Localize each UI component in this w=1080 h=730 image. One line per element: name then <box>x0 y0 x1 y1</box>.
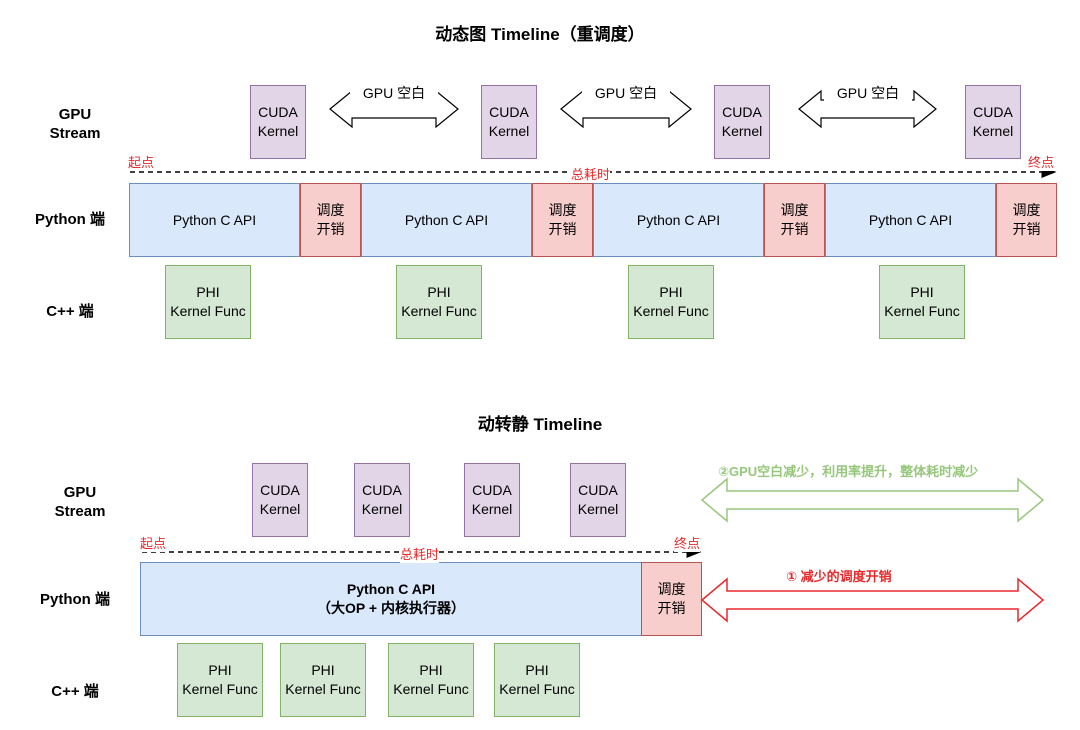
bottom-phi-kernel-func: PHI Kernel Func <box>388 643 474 717</box>
top-end-label: 终点 <box>1028 152 1055 171</box>
top-cuda-kernel: CUDA Kernel <box>481 85 537 159</box>
top-python-c-api-block: Python C API <box>825 183 996 257</box>
sched-reduction-arrow <box>700 577 1045 623</box>
bottom-gpu-stream-label: GPU Stream <box>54 484 106 520</box>
top-python-label: Python 端 <box>35 211 105 228</box>
top-python-c-api-block: Python C API <box>593 183 764 257</box>
bottom-start-label: 起点 <box>140 533 167 552</box>
top-cuda-kernel: CUDA Kernel <box>965 85 1021 159</box>
gpu-gap-label: GPU 空白 <box>824 83 912 103</box>
bottom-sched-overhead-block: 调度 开销 <box>641 562 702 636</box>
bottom-python-label: Python 端 <box>40 591 110 608</box>
gpu-gap-reduction-annotation: ②GPU空白减少，利用率提升，整体耗时减少 <box>718 464 979 479</box>
top-sched-overhead-block: 调度 开销 <box>300 183 361 257</box>
bottom-phi-kernel-func: PHI Kernel Func <box>280 643 366 717</box>
bottom-cuda-kernel: CUDA Kernel <box>252 463 308 537</box>
top-start-label: 起点 <box>128 152 155 171</box>
sched-reduction-annotation: ① 减少的调度开销 <box>786 569 892 584</box>
bottom-end-label: 终点 <box>674 533 701 552</box>
bottom-phi-kernel-func: PHI Kernel Func <box>177 643 263 717</box>
top-cuda-kernel: CUDA Kernel <box>714 85 770 159</box>
top-phi-kernel-func: PHI Kernel Func <box>396 265 482 339</box>
top-sched-overhead-block: 调度 开销 <box>764 183 825 257</box>
top-total-time-label: 总耗时 <box>571 164 611 183</box>
bottom-cuda-kernel: CUDA Kernel <box>464 463 520 537</box>
top-cpp-label: C++ 端 <box>46 303 94 320</box>
top-sched-overhead-block: 调度 开销 <box>996 183 1057 257</box>
bottom-cuda-kernel: CUDA Kernel <box>570 463 626 537</box>
top-gpu-stream-label: GPU Stream <box>49 106 101 142</box>
bottom-cpp-label: C++ 端 <box>51 683 99 700</box>
bottom-phi-kernel-func: PHI Kernel Func <box>494 643 580 717</box>
gpu-gap-label: GPU 空白 <box>582 83 670 103</box>
bottom-title: 动转静 Timeline <box>477 415 603 434</box>
top-python-c-api-block: Python C API <box>129 183 300 257</box>
bottom-cuda-kernel: CUDA Kernel <box>354 463 410 537</box>
bottom-python-c-api-block: Python C API （大OP + 内核执行器） <box>140 562 642 636</box>
top-sched-overhead-block: 调度 开销 <box>532 183 593 257</box>
top-phi-kernel-func: PHI Kernel Func <box>165 265 251 339</box>
top-cuda-kernel: CUDA Kernel <box>250 85 306 159</box>
top-python-c-api-block: Python C API <box>361 183 532 257</box>
gpu-gap-label: GPU 空白 <box>350 83 438 103</box>
top-phi-kernel-func: PHI Kernel Func <box>628 265 714 339</box>
bottom-total-time-label: 总耗时 <box>400 544 440 563</box>
top-title: 动态图 Timeline（重调度） <box>435 25 645 44</box>
gpu-gap-reduction-arrow <box>700 477 1045 523</box>
top-phi-kernel-func: PHI Kernel Func <box>879 265 965 339</box>
